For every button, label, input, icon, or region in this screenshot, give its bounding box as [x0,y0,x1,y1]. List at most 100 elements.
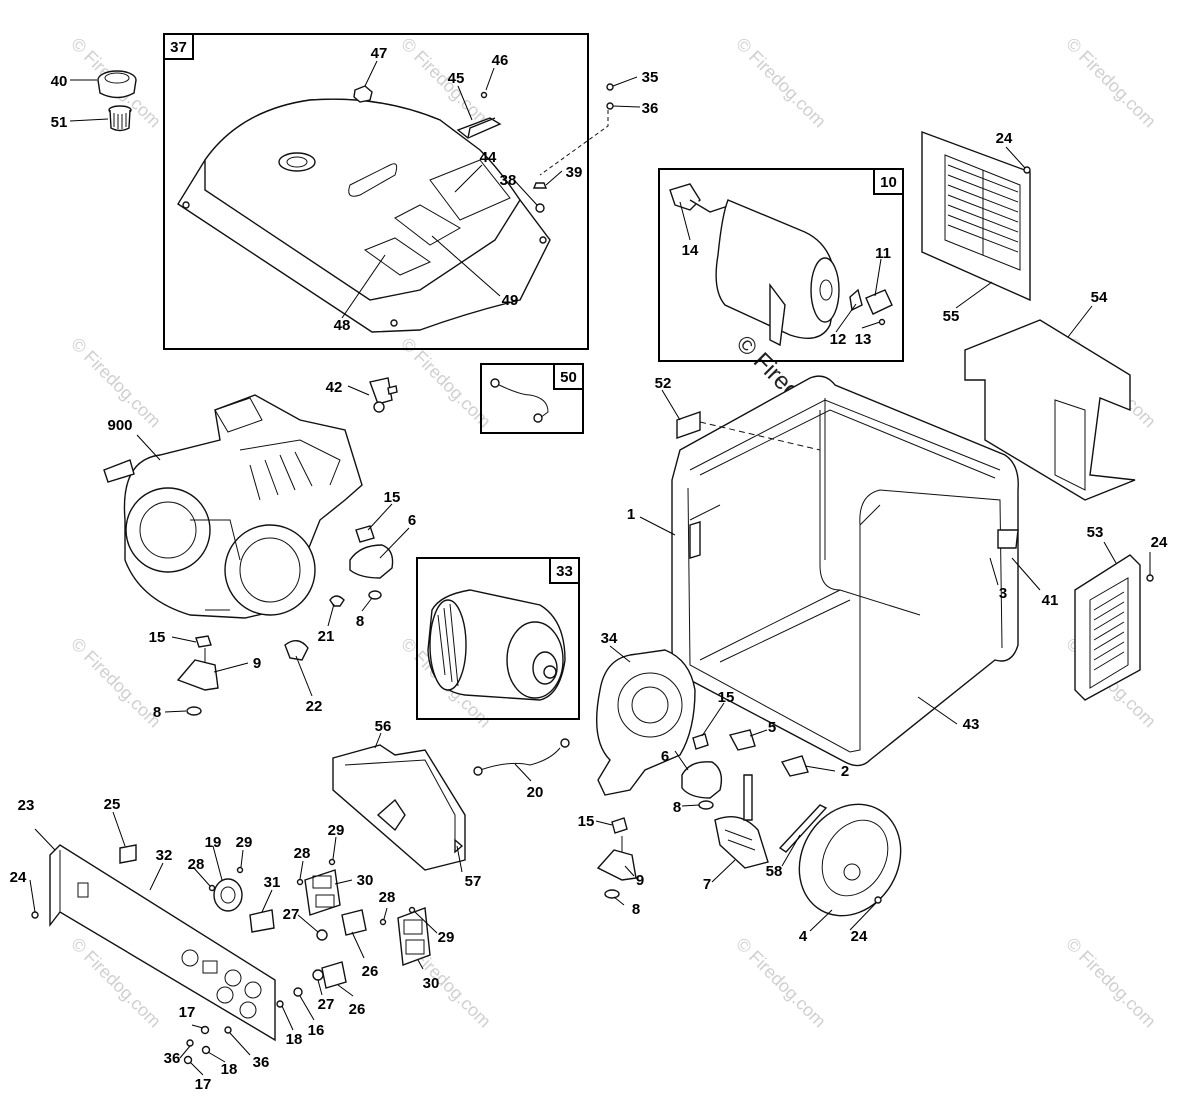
callout-35: 35 [642,69,659,86]
callout-8: 8 [673,799,681,816]
callout-54: 54 [1091,289,1108,306]
group-box-33: 33 [416,557,580,720]
screw-29-part [236,866,244,874]
ground-wire-part [473,738,570,776]
washer-8-part [368,590,382,600]
nut-15b-part [195,635,212,648]
callout-40: 40 [51,73,68,90]
mount-9-part [176,659,219,691]
callout-900: 900 [107,417,132,434]
callout-25: 25 [104,796,121,813]
mount-6-part [349,544,394,579]
screw-29c-part [408,906,416,914]
callout-14: 14 [682,242,699,259]
callout-57: 57 [465,873,482,890]
watermark: © Firedog.com [732,934,830,1032]
callout-15: 15 [149,629,166,646]
callout-26: 26 [349,1001,366,1018]
bolt-16-part [293,987,303,997]
group-box-37: 37 [163,33,589,350]
callout-29: 29 [236,834,253,851]
outlet-30b-part [397,907,431,966]
callout-44: 44 [480,149,497,166]
screw-24d-part [31,911,39,919]
end-panel-part [1074,554,1141,701]
fuel-hose-part [490,378,549,423]
callout-6: 6 [408,512,416,529]
callout-15: 15 [718,689,735,706]
bolt-35-part [606,83,614,91]
nut-15d-part [611,817,628,834]
stator-housing-part [595,649,696,796]
callout-55: 55 [943,308,960,325]
washer-18-part [201,1045,211,1055]
callout-27: 27 [283,906,300,923]
callout-20: 20 [527,784,544,801]
callout-52: 52 [655,375,672,392]
callout-34: 34 [601,630,618,647]
washer-36b-part [186,1039,194,1047]
washer-8d-part [604,889,620,899]
fuel-cap-part [97,70,137,99]
callout-32: 32 [156,847,173,864]
control-cover-part [964,319,1136,501]
callout-4: 4 [799,928,808,945]
callout-42: 42 [326,379,343,396]
breaker-31-part [249,909,275,933]
breaker-26b-part [312,961,347,989]
callout-31: 31 [264,874,281,891]
hidden-line-52 [699,421,821,451]
callout-26: 26 [362,963,379,980]
control-panel-part [49,844,276,1042]
callout-9: 9 [253,655,261,672]
watermark: © Firedog.com [67,634,165,732]
callout-6: 6 [661,748,669,765]
fuel-valve-part [369,377,398,413]
callout-41: 41 [1042,592,1059,609]
callout-12: 12 [830,331,847,348]
watermark: © Firedog.com [1062,934,1160,1032]
leader-lines [29,60,1151,1076]
breaker-19-part [213,878,243,912]
washer-38-part [535,203,545,213]
screw-24-part [1023,166,1031,174]
label-52-part [676,411,701,439]
box-label-37: 37 [170,39,187,56]
callout-29: 29 [438,929,455,946]
screw-24b-part [1146,574,1154,582]
callout-22: 22 [306,698,323,715]
callout-21: 21 [318,628,335,645]
box-label-10: 10 [880,174,897,191]
callout-24: 24 [996,130,1013,147]
nut-17-part [200,1025,210,1035]
callout-15: 15 [384,489,401,506]
callout-23: 23 [18,797,35,814]
tank-bracket-part [456,117,502,139]
callout-36: 36 [642,100,659,117]
callout-36: 36 [164,1050,181,1067]
callout-18: 18 [286,1031,303,1048]
callout-51: 51 [51,114,68,131]
breaker-26-part [316,909,367,941]
callout-7: 7 [703,876,711,893]
fuel-tank-part [177,98,551,333]
watermark: © Firedog.com [1062,34,1160,132]
screw-28c-part [379,918,387,926]
muffler-part [669,183,893,347]
washer-8c-part [698,800,714,810]
screw-29b-part [328,858,336,866]
callout-28: 28 [294,845,311,862]
callout-36: 36 [253,1054,270,1071]
screw-46-part [480,91,488,99]
nut-15-part [355,525,375,543]
nut-17b-part [183,1055,193,1065]
callout-24: 24 [851,928,868,945]
watermark: © Firedog.com [732,34,830,132]
callout-18: 18 [221,1061,238,1078]
terminal-18-part [276,1000,284,1008]
fuel-filter-part [108,105,132,132]
callout-17: 17 [195,1076,212,1093]
nut-15c-part [692,733,709,750]
callout-29: 29 [328,822,345,839]
